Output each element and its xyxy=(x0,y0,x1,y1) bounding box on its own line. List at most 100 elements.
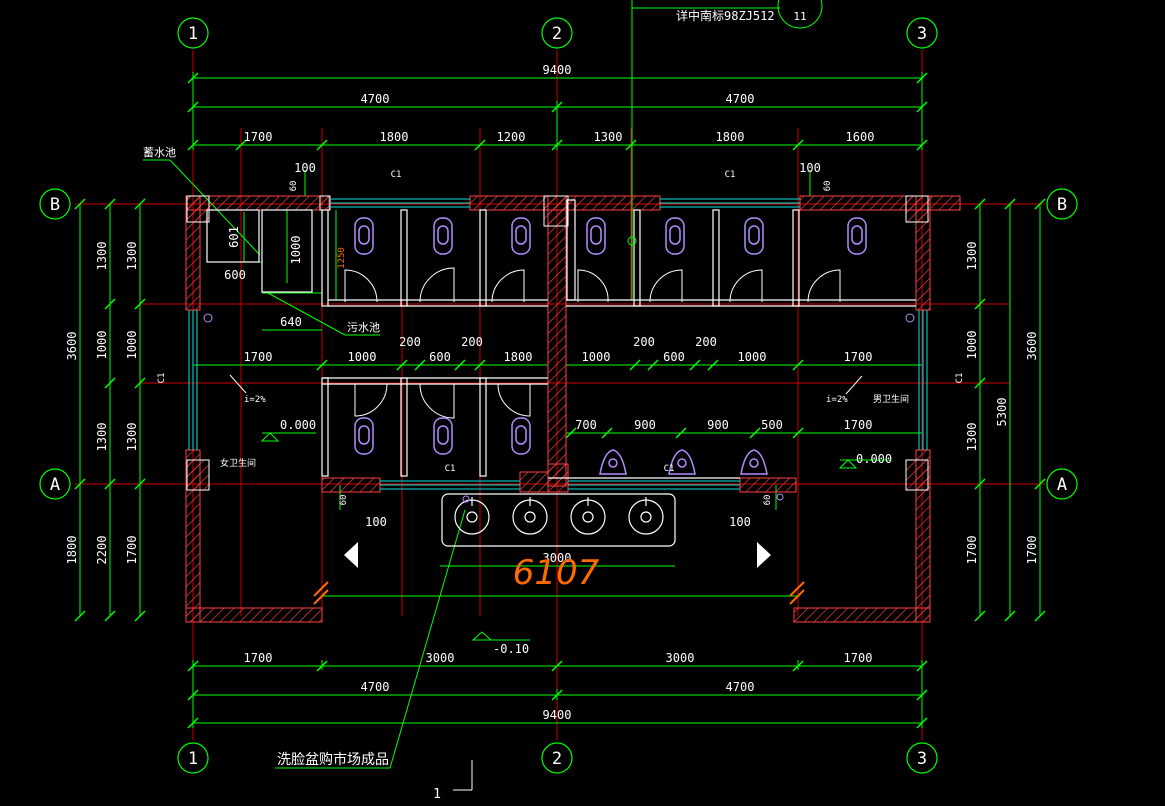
toilet-fixtures xyxy=(354,217,867,455)
grid-label-a-right: A xyxy=(1057,475,1067,495)
grid-bubble-b-left xyxy=(39,188,71,220)
dim-right-outer: 1700 xyxy=(1025,536,1039,565)
grid-bubble-3-bottom xyxy=(906,742,938,774)
dim-right-inner: 1700 xyxy=(965,536,979,565)
dim-left-inner: 1300 xyxy=(125,423,139,452)
urinal-icon xyxy=(599,449,627,475)
floor-drain-icon xyxy=(627,236,637,246)
dim-tank-600: 600 xyxy=(224,268,246,282)
dimension-text-bottom: 1700 3000 3000 1700 4700 4700 9400 xyxy=(244,651,873,722)
grid-bubble-b-right xyxy=(1046,188,1078,220)
walls xyxy=(185,195,961,623)
dim-left-middle: 1000 xyxy=(95,331,109,360)
dim-half-bottom-left: 4700 xyxy=(361,680,390,694)
elevation-label: -0.10 xyxy=(493,642,529,656)
dim-inner-row2: 900 xyxy=(634,418,656,432)
windows xyxy=(188,198,928,490)
dim-seg-top: 1800 xyxy=(380,130,409,144)
dim-right-inner: 1000 xyxy=(965,331,979,360)
squat-toilet-icon xyxy=(744,217,764,255)
squat-toilet-icon xyxy=(665,217,685,255)
window-c1-label: C1 xyxy=(445,464,456,474)
grid-label-3-bottom: 3 xyxy=(917,749,927,769)
dim-top-100: 100 xyxy=(799,161,821,175)
dim-seg-bottom: 1700 xyxy=(844,651,873,665)
dim-left-inner: 1000 xyxy=(125,331,139,360)
dim-inner-row2: 900 xyxy=(707,418,729,432)
dim-inner-row1: 600 xyxy=(429,350,451,364)
left-entrance-arrow-icon xyxy=(344,542,358,568)
window-c1-label: C1 xyxy=(955,373,965,384)
partitions xyxy=(206,199,916,479)
dim-right-inner: 1300 xyxy=(965,423,979,452)
basin-note-label: 洗脸盆购市场成品 xyxy=(277,751,389,768)
dim-inner-row2: 1700 xyxy=(844,418,873,432)
squat-toilet-icon xyxy=(586,217,606,255)
grid-bubble-1-top xyxy=(177,17,209,49)
annotation-labels: 详中南标98ZJ512 11 蓄水池 污水池 洗脸盆购市场成品 C1 C1 C1… xyxy=(143,8,965,802)
grid-label-a-left: A xyxy=(50,475,60,495)
dim-seg-top: 1800 xyxy=(716,130,745,144)
elevation-label: 0.000 xyxy=(856,452,892,466)
dim-half-top-left: 4700 xyxy=(361,92,390,106)
urinal-icon xyxy=(740,449,768,475)
dim-left-middle: 1300 xyxy=(95,242,109,271)
dim-left-inner: 1300 xyxy=(125,242,139,271)
columns xyxy=(186,195,929,491)
dim-tank-601: 601 xyxy=(227,226,241,248)
detail-bubble xyxy=(777,0,823,29)
dim-inner-row1: 1000 xyxy=(582,350,611,364)
window-c1-label: C1 xyxy=(664,464,675,474)
dim-seg-top: 1700 xyxy=(244,130,273,144)
squat-toilet-icon xyxy=(847,217,867,255)
urinal-fixtures xyxy=(599,449,768,475)
section-cut-marks xyxy=(313,581,805,605)
bottom-view-number: 1 xyxy=(433,787,441,802)
dim-overall-bottom: 9400 xyxy=(543,708,572,722)
dim-inner-row1: 1000 xyxy=(348,350,377,364)
dim-seg-top: 1300 xyxy=(594,130,623,144)
dim-half-bottom-right: 4700 xyxy=(726,680,755,694)
washbasin-icon xyxy=(570,497,606,535)
red-overlay-number: 6107 xyxy=(513,553,600,593)
grid-label-2-top: 2 xyxy=(552,24,562,44)
squat-toilet-icon xyxy=(433,217,453,255)
grid-bubble-2-bottom xyxy=(541,742,573,774)
dim-side-60: 60 xyxy=(339,495,349,506)
grid-bubble-1-bottom xyxy=(177,742,209,774)
dim-inner-row1: 1700 xyxy=(844,350,873,364)
grid-bubble-labels: 1 2 3 1 2 3 B A B A xyxy=(50,24,1067,769)
grid-label-1-top: 1 xyxy=(188,24,198,44)
grid-label-2-bottom: 2 xyxy=(552,749,562,769)
washbasin-counter xyxy=(441,493,676,547)
grid-label-1-bottom: 1 xyxy=(188,749,198,769)
window-c1-label: C1 xyxy=(391,170,402,180)
dim-inner-row1: 200 xyxy=(461,335,483,349)
dimension-lines xyxy=(79,0,1041,769)
washbasin-icon xyxy=(512,497,548,535)
small-dimension-text: 1250 60 60 60 60 xyxy=(289,181,833,506)
dim-stall-height: 1250 xyxy=(337,247,347,269)
dim-tank-640: 640 xyxy=(280,315,302,329)
grid-label-b-right: B xyxy=(1057,195,1067,215)
elevation-label: 0.000 xyxy=(280,418,316,432)
dim-inner-row1: 200 xyxy=(633,335,655,349)
squat-toilet-icon xyxy=(354,217,374,255)
floor-drain-icon xyxy=(905,313,915,323)
dim-left-middle: 2200 xyxy=(95,536,109,565)
floor-drains xyxy=(203,236,915,503)
dim-top-100: 100 xyxy=(294,161,316,175)
dim-seg-top: 1200 xyxy=(497,130,526,144)
dim-seg-bottom: 1700 xyxy=(244,651,273,665)
squat-toilet-icon xyxy=(511,417,531,455)
dim-inner-row1: 600 xyxy=(663,350,685,364)
urinal-icon xyxy=(668,449,696,475)
washbasin-icon xyxy=(628,497,664,535)
grid-bubble-a-right xyxy=(1046,468,1078,500)
dimension-text-right: 1300 1000 1300 1700 5300 3600 1700 xyxy=(965,242,1039,565)
grid-bubble-a-left xyxy=(39,468,71,500)
dim-right-inner: 1300 xyxy=(965,242,979,271)
dim-inner-row1: 200 xyxy=(695,335,717,349)
window-c1-label: C1 xyxy=(157,373,167,384)
